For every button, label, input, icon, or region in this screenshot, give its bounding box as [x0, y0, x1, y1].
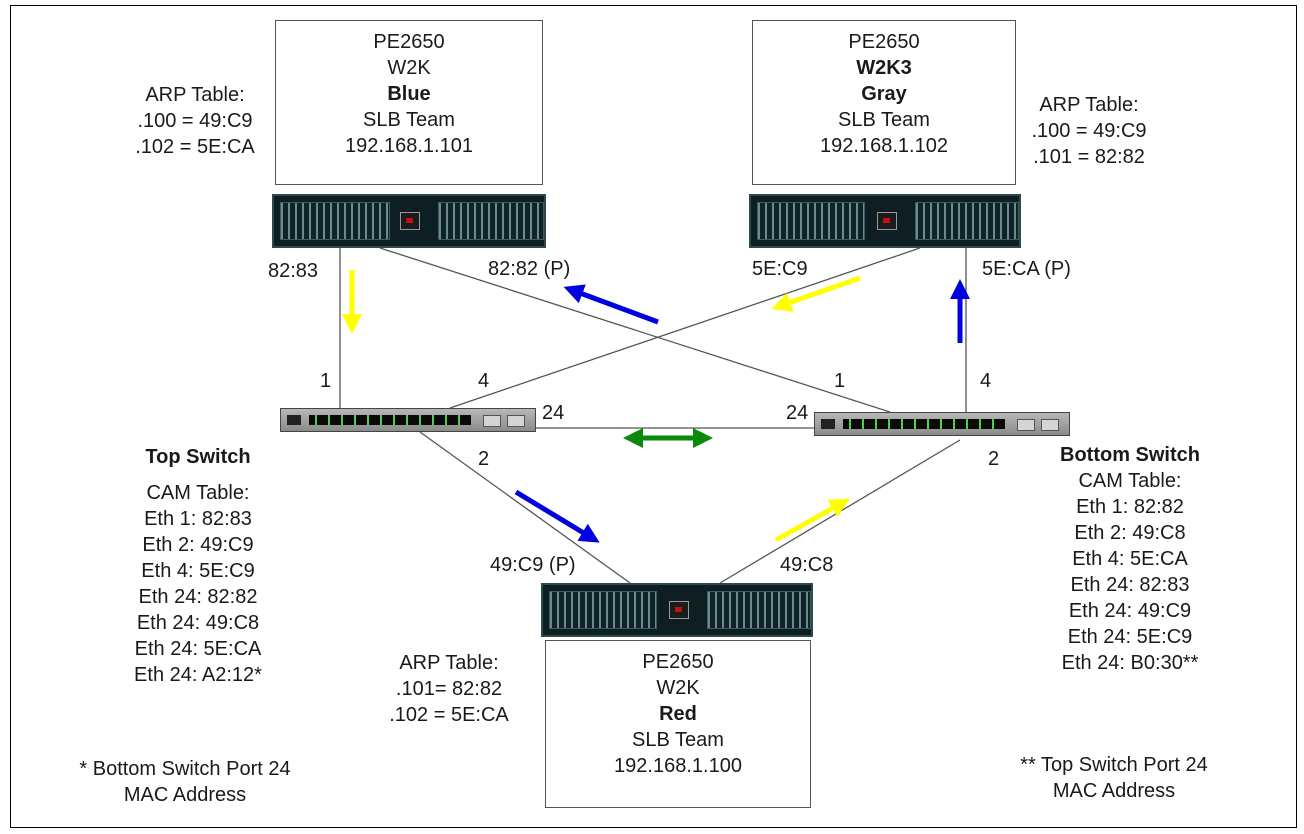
bottom-switch-cam-entry: Eth 24: 82:83	[1070, 574, 1190, 596]
top-switch-cam-entry: Eth 24: 5E:CA	[134, 638, 262, 660]
gray-server-box: PE2650 W2K3 Gray SLB Team 192.168.1.102	[752, 20, 1016, 185]
port-label-bottom-2: 2	[988, 448, 1000, 470]
diagram-frame	[10, 5, 1297, 828]
gray-server-ip: 192.168.1.102	[820, 135, 948, 157]
nic-label-red-left: 49:C9 (P)	[490, 554, 576, 576]
blue-server-ip: 192.168.1.101	[345, 135, 473, 157]
arrow-yellow-from-red	[774, 498, 850, 543]
arrow-blue-to-red	[514, 489, 600, 543]
blue-server-chassis	[272, 194, 546, 248]
port-label-top-24: 24	[542, 402, 565, 424]
arrow-blue-to-blue-server	[563, 284, 659, 325]
red-server-model: PE2650	[642, 651, 714, 673]
bottom-switch-cam-entry: Eth 24: 5E:C9	[1067, 626, 1193, 648]
bottom-switch-cam-entry: Eth 24: 49:C9	[1068, 600, 1192, 622]
top-switch-cam-entry: Eth 24: A2:12*	[134, 664, 262, 686]
bottom-switch-title: Bottom Switch	[1060, 444, 1200, 466]
nic-label-gray-left: 5E:C9	[752, 258, 808, 280]
gray-arp-table: ARP Table: .100 = 49:C9 .101 = 82:82	[1031, 94, 1147, 168]
link-blue-bottom1	[379, 247, 891, 413]
bottom-switch-cam-entry: Eth 24: B0:30**	[1061, 652, 1199, 674]
blue-server-logo-badge	[400, 212, 420, 230]
red-server-team: SLB Team	[632, 729, 724, 751]
arrow-yellow-to-blue	[771, 275, 861, 312]
top-switch-cam-entry: Eth 1: 82:83	[144, 508, 252, 530]
blue-server-os: W2K	[387, 57, 431, 79]
blue-server-model: PE2650	[373, 31, 445, 53]
red-server-box: PE2650 W2K Red SLB Team 192.168.1.100	[545, 640, 811, 808]
bottom-switch-ports	[843, 419, 1005, 429]
link-bottom2-red	[719, 439, 961, 584]
link-top2-red	[419, 431, 631, 584]
gray-server-model: PE2650	[848, 31, 920, 53]
top-switch-cam-entry: Eth 4: 5E:C9	[141, 560, 255, 582]
top-switch-device	[280, 408, 536, 432]
footnote-right: ** Top Switch Port 24 MAC Address	[1020, 754, 1208, 802]
red-server-name: Red	[659, 703, 697, 725]
link-gray-top4	[449, 247, 921, 409]
port-label-bottom-1: 1	[834, 370, 846, 392]
nic-label-blue-right: 82:82 (P)	[488, 258, 571, 280]
top-switch-cam-entry: Eth 24: 49:C8	[136, 612, 260, 634]
gray-server-logo-badge	[877, 212, 897, 230]
nic-label-red-right: 49:C8	[780, 554, 834, 576]
footnote-left: * Bottom Switch Port 24 MAC Address	[79, 758, 291, 806]
blue-server-box: PE2650 W2K Blue SLB Team 192.168.1.101	[275, 20, 543, 185]
blue-arp-table: ARP Table: .100 = 49:C9 .102 = 5E:CA	[135, 84, 255, 158]
top-switch-cam-entry: Eth 24: 82:82	[138, 586, 258, 608]
nic-label-blue-left: 82:83	[268, 260, 319, 282]
bottom-switch-info: Bottom Switch CAM Table: Eth 1: 82:82 Et…	[1010, 442, 1250, 676]
port-label-bottom-24: 24	[786, 402, 809, 424]
gray-server-chassis	[749, 194, 1021, 248]
red-server-os: W2K	[656, 677, 700, 699]
top-switch-title: Top Switch	[145, 446, 251, 468]
port-label-bottom-4: 4	[980, 370, 992, 392]
gray-server-team: SLB Team	[838, 109, 930, 131]
red-server-logo-badge	[669, 601, 689, 619]
bottom-switch-cam-entry: Eth 2: 49:C8	[1074, 522, 1186, 544]
top-switch-cam-entry: Eth 2: 49:C9	[142, 534, 254, 556]
bottom-switch-cam-entry: Eth 1: 82:82	[1076, 496, 1184, 518]
port-label-top-2: 2	[478, 448, 490, 470]
gray-server-os: W2K3	[856, 57, 912, 79]
top-switch-ports	[309, 415, 471, 425]
red-server-chassis	[541, 583, 813, 637]
bottom-switch-cam-header: CAM Table:	[1078, 470, 1182, 492]
bottom-switch-device	[814, 412, 1070, 436]
red-arp-table: ARP Table: .101= 82:82 .102 = 5E:CA	[389, 652, 509, 726]
blue-server-name: Blue	[387, 83, 431, 105]
top-switch-cam-header: CAM Table:	[146, 482, 250, 504]
bottom-switch-cam-entry: Eth 4: 5E:CA	[1072, 548, 1188, 570]
port-label-top-1: 1	[320, 370, 332, 392]
gray-server-name: Gray	[861, 83, 907, 105]
blue-server-team: SLB Team	[363, 109, 455, 131]
nic-label-gray-right: 5E:CA (P)	[982, 258, 1071, 280]
top-switch-info: Top Switch CAM Table: Eth 1: 82:83 Eth 2…	[88, 444, 308, 688]
port-label-top-4: 4	[478, 370, 490, 392]
red-server-ip: 192.168.1.100	[614, 755, 742, 777]
